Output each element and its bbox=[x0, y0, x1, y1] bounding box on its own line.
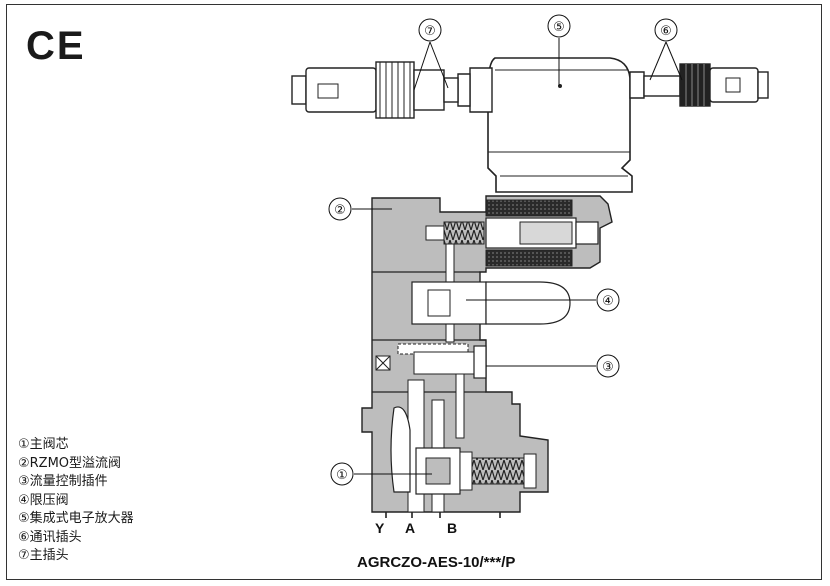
port-label-y: Y bbox=[375, 520, 385, 536]
legend-item: ④限压阀 bbox=[18, 492, 69, 508]
callout-7: ⑦ bbox=[413, 18, 449, 91]
callout-6-label: ⑥ bbox=[660, 24, 672, 39]
legend-item: ①主阀芯 bbox=[18, 437, 69, 452]
electronic-amplifier-housing bbox=[457, 57, 645, 193]
legend-item: ⑦主插头 bbox=[18, 548, 69, 563]
communication-connector-plug bbox=[643, 63, 769, 107]
ce-mark: CE bbox=[26, 24, 86, 68]
callout-4-label: ④ bbox=[602, 294, 614, 309]
legend-item: ③流量控制插件 bbox=[18, 474, 108, 489]
legend-item: ②RZMO型溢流阀 bbox=[18, 455, 122, 471]
callout-4: ④ bbox=[466, 288, 620, 312]
component-legend: ①主阀芯 ②RZMO型溢流阀 ③流量控制插件 ④限压阀 ⑤集成式电子放大器 ⑥通… bbox=[18, 436, 134, 566]
page-frame bbox=[6, 4, 822, 580]
port-label-b: B bbox=[447, 520, 458, 536]
callout-7-label: ⑦ bbox=[424, 24, 436, 39]
callout-3-label: ③ bbox=[602, 360, 614, 375]
main-connector-plug bbox=[291, 61, 459, 119]
callout-5-label: ⑤ bbox=[553, 20, 565, 35]
legend-item: ⑤集成式电子放大器 bbox=[18, 511, 134, 526]
callout-2: ② bbox=[328, 197, 392, 221]
valve-body bbox=[361, 195, 613, 518]
callout-1: ① bbox=[330, 462, 432, 486]
callout-2-label: ② bbox=[334, 203, 346, 218]
callout-1-label: ① bbox=[336, 468, 348, 483]
model-caption: AGRCZO-AES-10/***/P bbox=[357, 554, 516, 571]
port-label-a: A bbox=[405, 520, 416, 536]
callout-3: ③ bbox=[486, 354, 620, 378]
legend-item: ⑥通讯插头 bbox=[18, 529, 82, 545]
callout-5: ⑤ bbox=[547, 14, 571, 86]
callout-6: ⑥ bbox=[649, 18, 683, 81]
